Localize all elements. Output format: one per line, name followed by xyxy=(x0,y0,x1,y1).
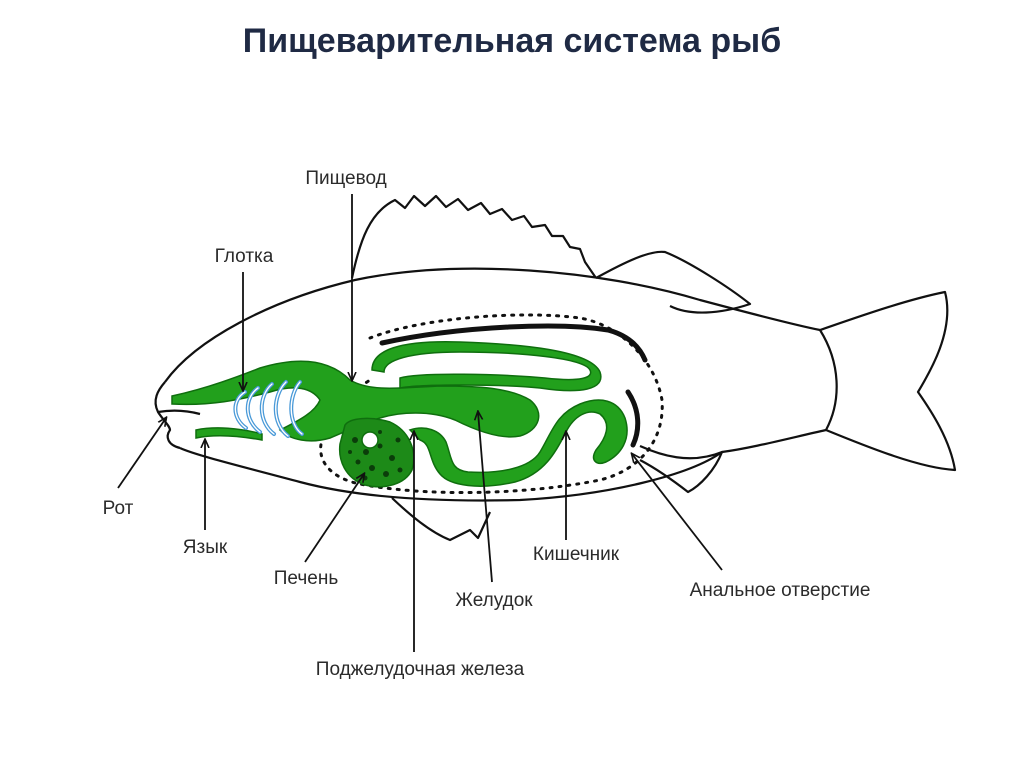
label-mouth: Рот xyxy=(103,498,134,519)
body-cavity-outline xyxy=(319,313,664,495)
label-pancreas: Поджелудочная железа xyxy=(316,659,525,680)
pointer-anus xyxy=(632,454,723,571)
stomach-loop xyxy=(408,399,628,487)
liver xyxy=(338,417,415,488)
digestive-tract xyxy=(171,341,628,487)
gills-highlight xyxy=(234,381,303,437)
pelvic-fin xyxy=(391,497,491,542)
second-dorsal-fin xyxy=(595,250,752,314)
label-stomach: Желудок xyxy=(455,590,533,611)
tongue-shape xyxy=(195,427,263,441)
gallbladder xyxy=(361,431,379,449)
label-pharynx: Глотка xyxy=(215,246,274,267)
pointer-stomach xyxy=(478,412,493,583)
label-intestine: Кишечник xyxy=(533,544,620,565)
label-anus: Анальное отверстие xyxy=(690,580,871,601)
swim-bladder-line xyxy=(379,323,648,363)
pointer-mouth xyxy=(117,418,166,489)
label-liver: Печень xyxy=(274,568,339,589)
dorsal-fin xyxy=(350,194,597,279)
pharynx-shape xyxy=(171,360,540,442)
pointer-liver xyxy=(304,474,364,563)
intestine-loop-top xyxy=(371,341,602,392)
page-title: Пищеварительная система рыб xyxy=(242,22,782,60)
label-esophagus: Пищевод xyxy=(305,168,386,189)
label-tongue: Язык xyxy=(183,537,228,558)
pointer-lines xyxy=(117,194,723,652)
body-outline xyxy=(164,267,957,502)
fish-outline xyxy=(154,194,957,542)
anal-fin xyxy=(639,444,724,494)
mouth-outline xyxy=(154,381,181,450)
kidney-line xyxy=(625,389,641,448)
